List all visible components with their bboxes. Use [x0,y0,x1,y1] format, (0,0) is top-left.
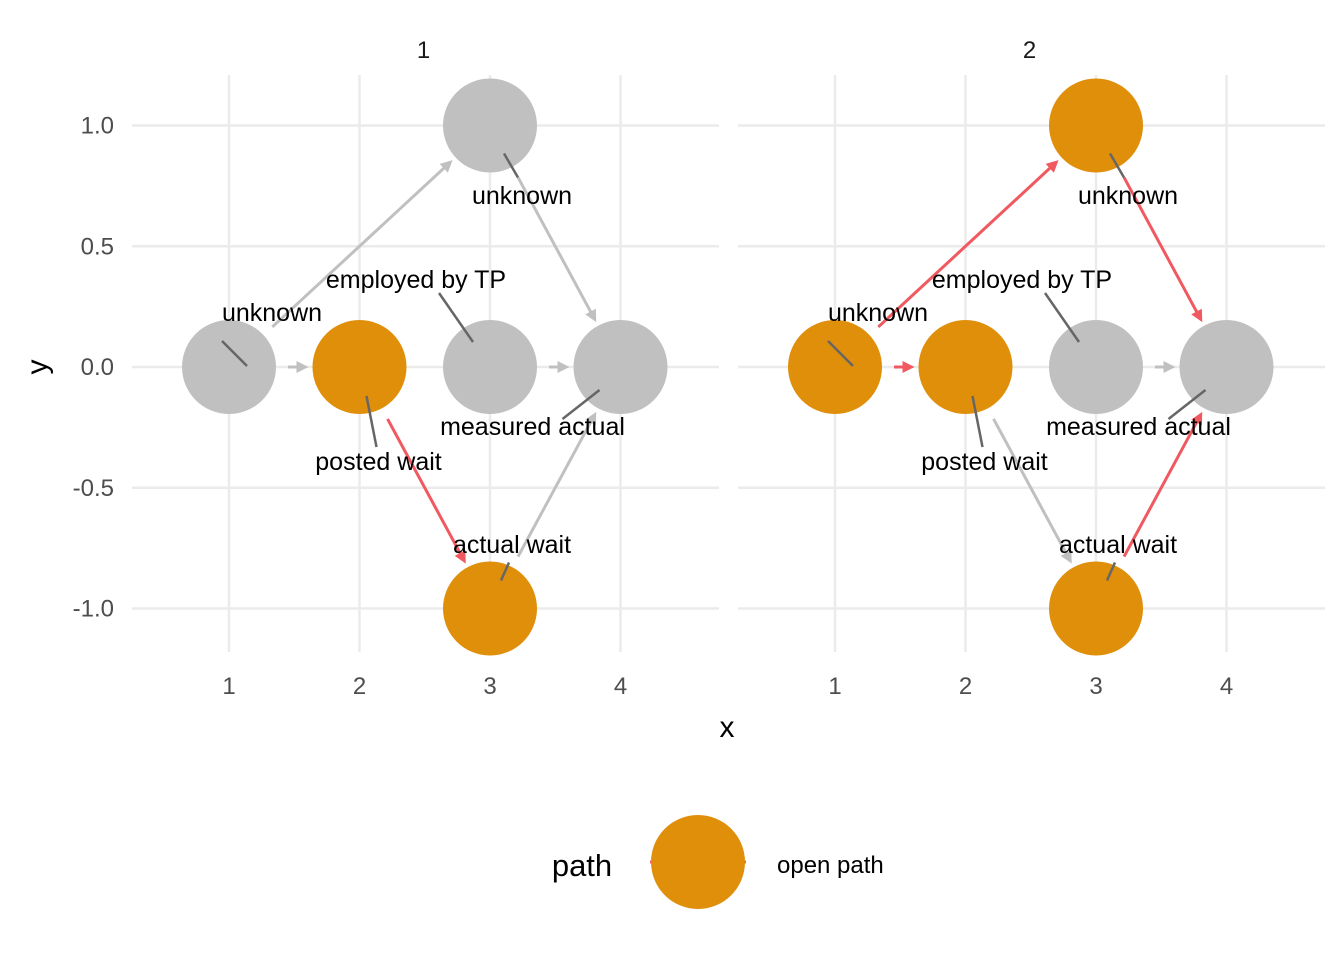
edge-arrowhead [585,411,597,426]
edge-U2-M [1122,176,1201,317]
y-tick-label: 1.0 [81,113,114,140]
edge-arrowhead [585,308,597,323]
x-tick-label: 1 [828,673,841,700]
node-U2 [1049,78,1143,173]
node-E [443,320,537,414]
node-label-U2: unknown [472,182,572,210]
node-label-PW: posted wait [315,448,442,476]
edge-arrowhead [454,550,466,564]
node-label-AW: actual wait [453,531,571,559]
edge-U2-M [516,176,595,317]
label-segment [1043,292,1081,343]
edge-arrowhead [296,361,309,373]
panel-title: 2 [1023,37,1036,64]
label-segment [502,152,520,179]
edges [271,160,597,564]
legend-label-open-path: open path [777,852,884,879]
node-label-U1: unknown [828,299,928,327]
legend-title: path [552,848,612,883]
edge-arrowhead [1191,411,1203,426]
y-tick-label: 0.0 [81,354,114,381]
y-tick-label: -1.0 [73,596,114,623]
node-AW [1049,561,1143,656]
node-PW [918,320,1013,414]
node-label-U1: unknown [222,299,322,327]
node-AW [443,561,537,656]
edge-U1-U2 [271,163,449,329]
panel-1: 1 1 2 3 4 1.0 0.5 0.0 -0.5 -1.0 unknown posted wait… [73,37,719,700]
x-tick-label: 3 [1089,673,1102,700]
label-segment [437,292,475,343]
panel-title: 1 [417,37,430,64]
label-segment [827,340,854,367]
node-label-AW: actual wait [1059,531,1177,559]
label-segment [971,395,984,448]
x-tick-label: 2 [353,673,366,700]
label-segment [561,389,601,420]
node-label-U2: unknown [1078,182,1178,210]
x-tick-label: 4 [614,673,627,700]
edge-PW-AW [992,418,1070,559]
label-segment [221,340,248,367]
label-segment [365,395,378,448]
x-axis-title: x [720,711,735,744]
label-segment [1108,152,1126,179]
node-PW [312,320,407,414]
y-axis-title: y [21,360,54,375]
edge-arrowhead [557,361,570,373]
label-segment [1105,561,1117,582]
edge-PW-AW [386,418,464,559]
y-tick-label: -0.5 [73,475,114,502]
edge-arrowhead [1045,160,1059,173]
node-U1 [788,320,882,414]
node-label-PW: posted wait [921,448,1048,476]
edge-U1-U2 [877,163,1055,329]
x-tick-label: 1 [222,673,235,700]
node-U2 [443,78,537,173]
edge-arrowhead [1163,361,1176,373]
legend: path open path [552,815,884,909]
label-segment [499,561,511,582]
legend-key-circle [651,815,745,909]
node-label-E: employed by TP [326,266,506,294]
y-tick-label: 0.5 [81,233,114,260]
chart-panels: 1 1 2 3 4 1.0 0.5 0.0 -0.5 -1.0 unknown posted wait… [73,37,1325,700]
edge-AW-M [1122,417,1201,558]
edge-arrowhead [902,361,915,373]
label-segment [1167,389,1207,420]
node-label-M: measured actual [440,413,625,441]
edge-arrowhead [439,160,453,173]
node-label-M: measured actual [1046,413,1231,441]
node-U1 [182,320,276,414]
x-tick-label: 3 [483,673,496,700]
edge-arrowhead [1191,308,1203,323]
node-E [1049,320,1143,414]
node-label-E: employed by TP [932,266,1112,294]
edges [877,160,1203,564]
x-tick-label: 4 [1220,673,1233,700]
edge-arrowhead [1060,550,1072,564]
x-tick-label: 2 [959,673,972,700]
edge-AW-M [516,417,595,558]
